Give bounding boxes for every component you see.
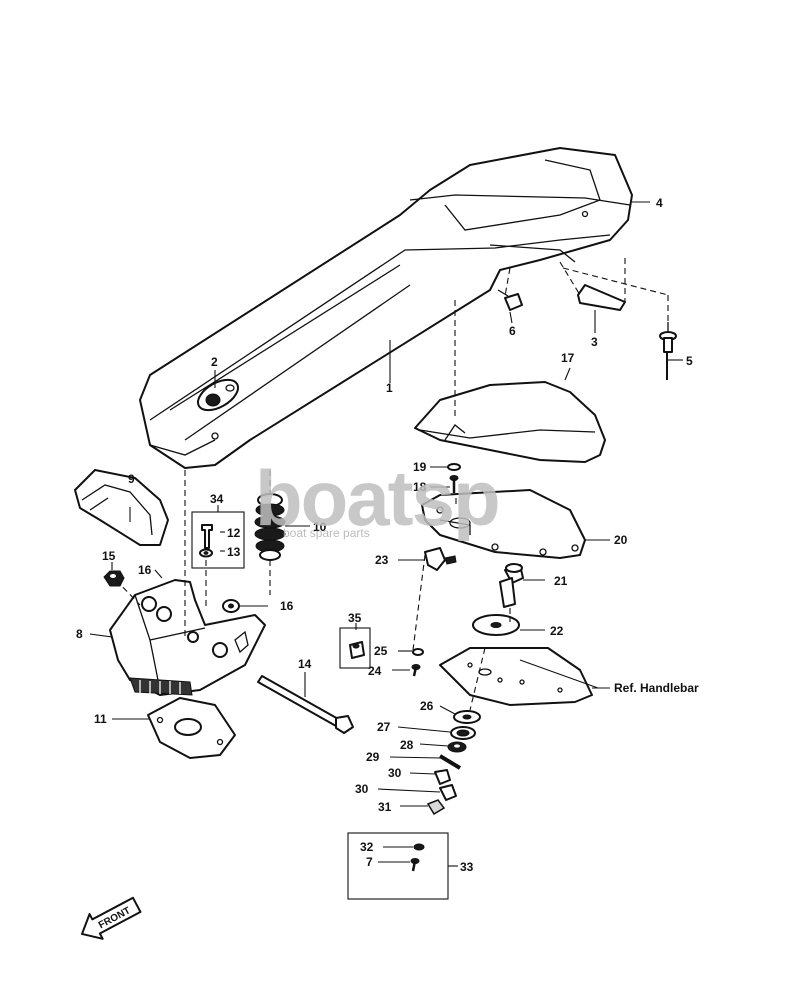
screw-part-18 — [449, 475, 459, 493]
callout-13: 13 — [227, 545, 241, 559]
washer-part-25 — [412, 648, 424, 656]
spring-mount-part-10 — [254, 493, 286, 561]
bracket-part-8 — [109, 579, 266, 696]
callout-34: 34 — [210, 492, 224, 506]
screw-part-7 — [410, 858, 420, 872]
callout-6: 6 — [509, 324, 516, 338]
callout-labels: 1 2 3 4 5 6 7 8 9 10 11 12 13 14 15 16 1… — [76, 196, 699, 874]
callout-18: 18 — [413, 480, 427, 494]
pin-part-21 — [499, 563, 524, 608]
pad-part-9 — [74, 469, 169, 546]
callout-12: 12 — [227, 526, 241, 540]
callout-1: 1 — [386, 381, 393, 395]
callout-10: 10 — [313, 520, 327, 534]
callout-20: 20 — [614, 533, 628, 547]
watermark: boatsp boat spare parts — [255, 454, 501, 542]
callout-25: 25 — [374, 644, 388, 658]
bolt-part-6 — [497, 289, 523, 311]
callout-16a: 16 — [138, 563, 152, 577]
group-box-part-33 — [347, 832, 449, 900]
callout-35: 35 — [348, 611, 362, 625]
long-bolt-part-14 — [257, 675, 354, 734]
watermark-brand: boatsp — [255, 454, 499, 542]
callout-8: 8 — [76, 627, 83, 641]
callout-16b: 16 — [280, 599, 294, 613]
washer-part-28 — [447, 741, 467, 753]
clip-part-23 — [424, 547, 457, 571]
callout-30a: 30 — [388, 766, 402, 780]
callout-29: 29 — [366, 750, 380, 764]
clip-part-30b — [439, 784, 457, 801]
assembly-lines — [115, 258, 669, 711]
leader-lines — [89, 201, 683, 867]
callout-24: 24 — [368, 664, 382, 678]
callout-7: 7 — [366, 855, 373, 869]
callout-15: 15 — [102, 549, 116, 563]
rivet-part-5 — [659, 322, 677, 380]
callout-4: 4 — [656, 196, 663, 210]
grommet-part-2 — [197, 378, 239, 412]
watermark-tagline: boat spare parts — [283, 526, 370, 540]
group-box-part-35 — [339, 627, 371, 669]
front-arrow: FRONT — [80, 896, 142, 940]
nut-part-15 — [103, 570, 125, 587]
base-plate-part-11 — [147, 697, 236, 759]
callout-32: 32 — [360, 840, 374, 854]
callout-17: 17 — [561, 351, 575, 365]
callout-3: 3 — [591, 335, 598, 349]
callout-19: 19 — [413, 460, 427, 474]
callout-11: 11 — [94, 712, 107, 726]
callout-28: 28 — [400, 738, 414, 752]
rod-part-3 — [577, 284, 626, 311]
callout-21: 21 — [554, 574, 568, 588]
callout-26: 26 — [420, 699, 434, 713]
washer-part-22 — [472, 614, 520, 636]
ref-handlebar-label: Ref. Handlebar — [614, 681, 699, 695]
callout-2: 2 — [211, 355, 218, 369]
plate-part-20 — [421, 489, 586, 559]
callout-5: 5 — [686, 354, 693, 368]
group-box-part-34 — [191, 511, 245, 569]
callout-14: 14 — [298, 657, 312, 671]
handlebar-plate — [439, 647, 593, 706]
callout-23: 23 — [375, 553, 389, 567]
callout-22: 22 — [550, 624, 564, 638]
clip-part-30a — [434, 769, 451, 785]
screw-part-24 — [411, 664, 421, 677]
cover-part-17 — [414, 381, 606, 463]
callout-31: 31 — [378, 800, 392, 814]
callout-9: 9 — [128, 472, 135, 486]
callout-30b: 30 — [355, 782, 369, 796]
callout-33: 33 — [460, 860, 474, 874]
nut-part-31 — [426, 799, 446, 816]
steering-arm-part-1 — [139, 147, 633, 469]
pin-part-29 — [438, 754, 462, 770]
callout-27: 27 — [377, 720, 391, 734]
